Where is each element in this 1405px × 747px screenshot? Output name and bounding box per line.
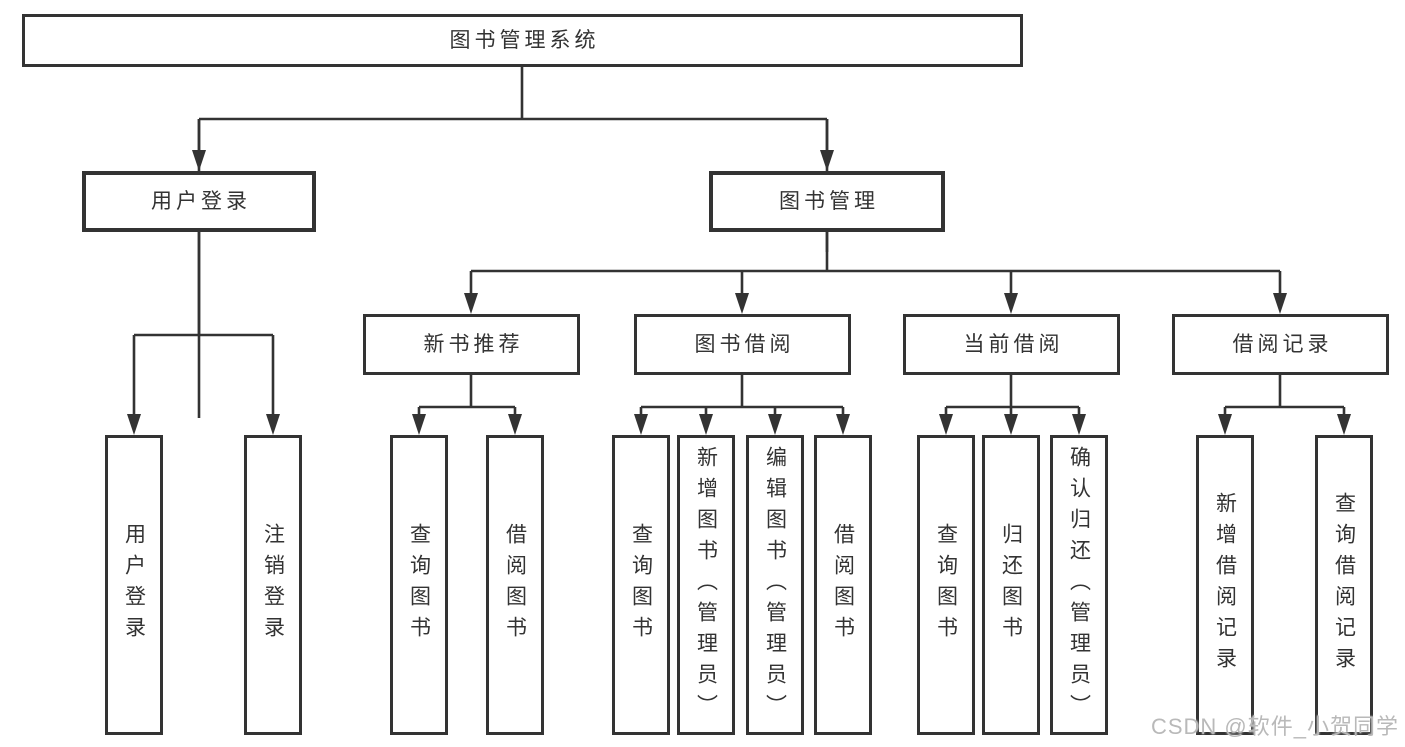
node-library-management-system: 图书管理系统 bbox=[22, 14, 1023, 67]
node-book-borrowing: 图书借阅 bbox=[634, 314, 851, 375]
node-book-management: 图书管理 bbox=[709, 171, 945, 232]
node-user-login: 用户登录 bbox=[82, 171, 316, 232]
leaf-borrow-books-2: 借阅图书 bbox=[814, 435, 872, 735]
leaf-query-borrow-record-label: 查询借阅记录 bbox=[1332, 492, 1356, 678]
leaf-user-login: 用户登录 bbox=[105, 435, 163, 735]
leaf-query-books-1: 查询图书 bbox=[390, 435, 448, 735]
leaf-query-books-3: 查询图书 bbox=[917, 435, 975, 735]
leaf-add-books-admin: 新增图书（管理员） bbox=[677, 435, 735, 735]
leaf-query-books-2: 查询图书 bbox=[612, 435, 670, 735]
node-borrowing-records: 借阅记录 bbox=[1172, 314, 1389, 375]
node-current-borrowing: 当前借阅 bbox=[903, 314, 1120, 375]
leaf-borrow-books-2-label: 借阅图书 bbox=[831, 523, 855, 647]
leaf-user-login-label: 用户登录 bbox=[122, 523, 146, 647]
leaf-logout-label: 注销登录 bbox=[261, 523, 285, 647]
leaf-edit-books-admin: 编辑图书（管理员） bbox=[746, 435, 804, 735]
leaf-confirm-return-admin-label: 确认归还（管理员） bbox=[1067, 445, 1091, 725]
leaf-query-books-2-label: 查询图书 bbox=[629, 523, 653, 647]
leaf-add-books-admin-label: 新增图书（管理员） bbox=[694, 445, 718, 725]
leaf-add-borrow-record: 新增借阅记录 bbox=[1196, 435, 1254, 735]
leaf-borrow-books-1: 借阅图书 bbox=[486, 435, 544, 735]
leaf-return-books: 归还图书 bbox=[982, 435, 1040, 735]
leaf-query-books-1-label: 查询图书 bbox=[407, 523, 431, 647]
leaf-logout: 注销登录 bbox=[244, 435, 302, 735]
leaf-query-books-3-label: 查询图书 bbox=[934, 523, 958, 647]
leaf-borrow-books-1-label: 借阅图书 bbox=[503, 523, 527, 647]
leaf-add-borrow-record-label: 新增借阅记录 bbox=[1213, 492, 1237, 678]
arrowheads bbox=[127, 150, 1351, 435]
leaf-confirm-return-admin: 确认归还（管理员） bbox=[1050, 435, 1108, 735]
leaf-query-borrow-record: 查询借阅记录 bbox=[1315, 435, 1373, 735]
node-new-book-recommend: 新书推荐 bbox=[363, 314, 580, 375]
leaf-edit-books-admin-label: 编辑图书（管理员） bbox=[763, 445, 787, 725]
leaf-return-books-label: 归还图书 bbox=[999, 523, 1023, 647]
